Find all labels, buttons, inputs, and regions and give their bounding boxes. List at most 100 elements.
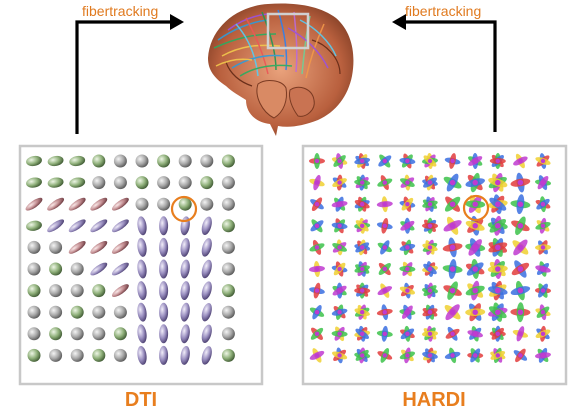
odf-glyph xyxy=(512,326,529,342)
tensor-ellipsoid-glyph xyxy=(90,197,108,211)
odf-glyph xyxy=(354,196,370,212)
odf-glyph xyxy=(535,196,551,213)
left-annotation-label: fibertracking xyxy=(82,3,158,19)
tensor-ellipsoid-glyph xyxy=(92,305,106,319)
odf-glyph xyxy=(376,325,393,342)
tensor-ellipsoid-glyph xyxy=(90,240,108,254)
odf-glyph xyxy=(422,304,438,320)
odf-glyph xyxy=(535,347,551,363)
tensor-ellipsoid-glyph xyxy=(26,155,42,167)
odf-glyph xyxy=(535,175,551,191)
tensor-ellipsoid-glyph xyxy=(49,305,63,319)
tensor-ellipsoid-glyph xyxy=(201,281,212,300)
odf-glyph xyxy=(377,175,393,191)
tensor-ellipsoid-glyph xyxy=(221,327,235,341)
odf-glyph xyxy=(309,239,325,255)
tensor-ellipsoid-glyph xyxy=(70,327,84,341)
odf-glyph xyxy=(443,173,462,192)
tensor-ellipsoid-glyph xyxy=(113,154,127,168)
tensor-ellipsoid-glyph xyxy=(90,262,108,276)
odf-glyph xyxy=(354,304,370,320)
odf-glyph xyxy=(422,174,438,191)
odf-glyph xyxy=(376,304,393,321)
tensor-ellipsoid-glyph xyxy=(49,348,63,362)
odf-glyph xyxy=(378,262,391,276)
tensor-ellipsoid-glyph xyxy=(111,284,129,298)
odf-glyph xyxy=(535,240,551,255)
odf-glyph xyxy=(511,260,530,278)
odf-glyph xyxy=(309,348,325,363)
odf-glyph xyxy=(310,219,324,233)
tensor-ellipsoid-glyph xyxy=(25,197,43,211)
odf-glyph xyxy=(535,325,551,342)
tensor-ellipsoid-glyph xyxy=(159,281,169,301)
tensor-ellipsoid-glyph xyxy=(157,197,171,211)
tensor-ellipsoid-glyph xyxy=(180,302,190,322)
odf-glyph xyxy=(354,153,371,169)
odf-glyph xyxy=(512,239,529,256)
odf-glyph xyxy=(442,259,463,279)
tensor-ellipsoid-glyph xyxy=(200,176,214,190)
odf-glyph xyxy=(377,240,392,255)
tensor-ellipsoid-glyph xyxy=(201,216,212,236)
dti-title: DTI xyxy=(125,389,157,411)
odf-glyph xyxy=(422,347,438,364)
tensor-ellipsoid-glyph xyxy=(135,197,149,211)
odf-glyph xyxy=(309,305,325,320)
tensor-ellipsoid-glyph xyxy=(180,281,190,301)
tensor-ellipsoid-glyph xyxy=(113,176,127,190)
odf-glyph xyxy=(332,347,348,364)
tensor-ellipsoid-glyph xyxy=(68,219,86,233)
tensor-ellipsoid-glyph xyxy=(70,305,84,319)
odf-glyph xyxy=(331,304,348,320)
odf-glyph xyxy=(422,217,438,234)
tensor-ellipsoid-glyph xyxy=(69,177,86,188)
tensor-ellipsoid-glyph xyxy=(221,176,235,190)
tensor-ellipsoid-glyph xyxy=(201,302,212,322)
odf-glyph xyxy=(510,280,531,301)
tensor-ellipsoid-glyph xyxy=(137,216,147,236)
odf-glyph xyxy=(332,239,347,256)
right-annotation-label: fibertracking xyxy=(405,3,481,19)
odf-glyph xyxy=(490,347,506,364)
tensor-ellipsoid-glyph xyxy=(178,197,192,211)
hardi-title: HARDI xyxy=(402,389,465,411)
odf-glyph xyxy=(422,239,438,256)
tensor-ellipsoid-glyph xyxy=(137,324,147,344)
tensor-ellipsoid-glyph xyxy=(111,262,129,276)
odf-glyph xyxy=(468,153,483,169)
tensor-ellipsoid-glyph xyxy=(49,240,63,254)
tensor-ellipsoid-glyph xyxy=(47,197,65,211)
odf-glyph xyxy=(444,153,461,169)
odf-glyph xyxy=(399,239,416,256)
tensor-ellipsoid-glyph xyxy=(137,302,147,322)
dti-highlight-circle xyxy=(170,195,198,223)
tensor-ellipsoid-glyph xyxy=(49,327,63,341)
odf-glyph xyxy=(354,174,371,191)
left-arrow-head xyxy=(170,14,184,30)
tensor-ellipsoid-glyph xyxy=(111,197,129,211)
tensor-ellipsoid-glyph xyxy=(221,154,235,168)
tensor-ellipsoid-glyph xyxy=(26,220,42,231)
tensor-ellipsoid-glyph xyxy=(178,154,192,168)
odf-glyph xyxy=(331,326,348,342)
odf-glyph xyxy=(535,304,551,321)
brain-tractography-icon xyxy=(208,3,354,136)
tensor-ellipsoid-glyph xyxy=(221,284,235,298)
odf-glyph xyxy=(399,196,416,212)
odf-glyph xyxy=(535,283,551,298)
odf-glyph xyxy=(467,348,484,363)
odf-glyph xyxy=(310,327,324,340)
tensor-ellipsoid-glyph xyxy=(92,284,106,298)
tensor-ellipsoid-glyph xyxy=(69,155,86,167)
odf-glyph xyxy=(511,216,530,236)
tensor-ellipsoid-glyph xyxy=(70,284,84,298)
tensor-ellipsoid-glyph xyxy=(111,219,129,233)
odf-glyph xyxy=(489,325,506,342)
odf-glyph xyxy=(399,261,416,277)
odf-glyph xyxy=(422,153,438,169)
tensor-ellipsoid-glyph xyxy=(159,302,169,322)
odf-glyph xyxy=(354,217,371,234)
tensor-ellipsoid-glyph xyxy=(221,240,235,254)
odf-glyph xyxy=(535,217,551,234)
